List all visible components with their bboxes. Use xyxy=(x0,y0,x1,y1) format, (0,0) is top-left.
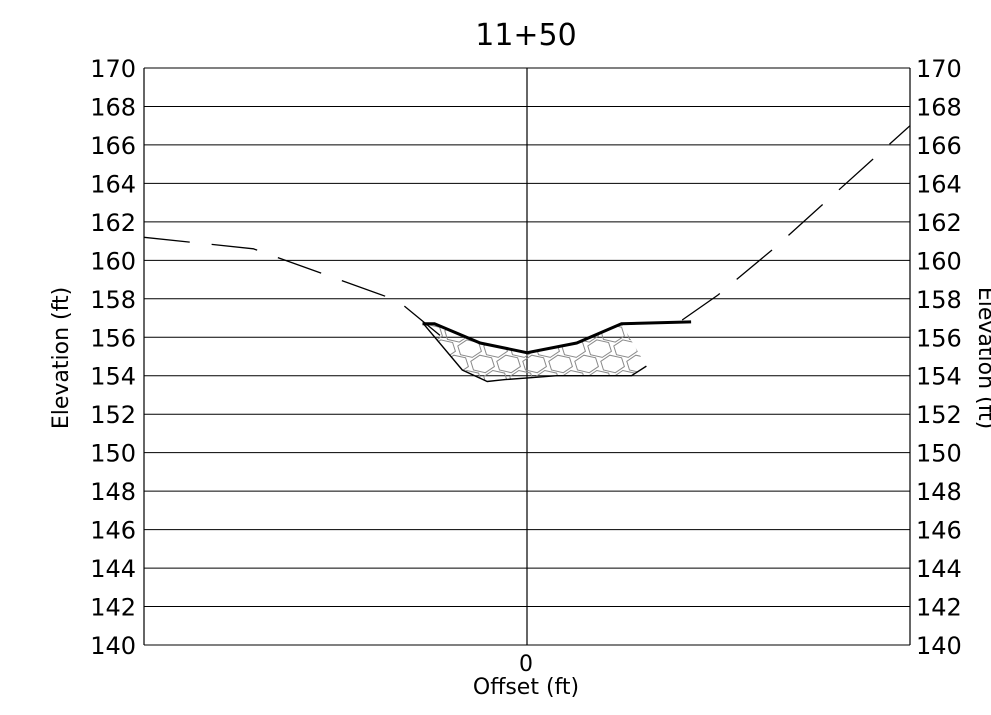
riprap-stone xyxy=(496,324,521,343)
y-tick-left-152: 152 xyxy=(90,401,136,429)
riprap-stone xyxy=(666,340,690,358)
y-tick-left-168: 168 xyxy=(90,93,136,121)
y-tick-right-170: 170 xyxy=(916,55,962,83)
y-tick-right-164: 164 xyxy=(916,170,962,198)
riprap-stone xyxy=(653,355,677,373)
riprap-stone xyxy=(522,354,547,374)
x-tick-label-0: 0 xyxy=(519,652,533,677)
y-tick-right-150: 150 xyxy=(916,440,962,468)
grid xyxy=(143,67,911,646)
riprap-stone xyxy=(639,369,647,382)
y-tick-left-146: 146 xyxy=(90,517,136,545)
series-existing-ground-right xyxy=(681,125,911,321)
y-tick-right-158: 158 xyxy=(916,286,962,314)
y-tick-left-148: 148 xyxy=(90,478,136,506)
chart-title: 11+50 xyxy=(475,18,576,53)
riprap-stone xyxy=(653,325,677,343)
riprap-stone xyxy=(613,339,638,358)
riprap-stone xyxy=(626,354,647,374)
y-tick-left-150: 150 xyxy=(90,440,136,468)
riprap-stone xyxy=(548,354,573,374)
riprap-stone xyxy=(483,323,508,328)
y-tick-right-156: 156 xyxy=(916,324,962,352)
riprap-stone xyxy=(496,354,521,374)
y-tick-left-166: 166 xyxy=(90,132,136,160)
riprap-stone xyxy=(679,325,703,343)
riprap-stone xyxy=(639,339,647,358)
y-tick-right-166: 166 xyxy=(916,132,962,160)
y-tick-left-156: 156 xyxy=(90,324,136,352)
series-existing-ground xyxy=(143,236,449,350)
y-tick-right-146: 146 xyxy=(916,517,962,545)
riprap-stone xyxy=(423,369,430,382)
y-tick-left-144: 144 xyxy=(90,555,136,583)
riprap-stone xyxy=(626,324,647,343)
y-tick-left-170: 170 xyxy=(90,55,136,83)
riprap-stone xyxy=(483,369,508,382)
y-tick-right-162: 162 xyxy=(916,209,962,237)
series-riprap-bottom xyxy=(422,323,647,383)
y-tick-left-164: 164 xyxy=(90,170,136,198)
y-tick-right-148: 148 xyxy=(916,478,962,506)
x-axis-label: Offset (ft) xyxy=(473,675,579,700)
riprap-stone xyxy=(431,369,456,382)
riprap-stone xyxy=(423,354,443,374)
y-tick-right-168: 168 xyxy=(916,93,962,121)
y-tick-right-152: 152 xyxy=(916,401,962,429)
riprap-stone xyxy=(587,339,612,358)
series-design-surface xyxy=(422,320,692,355)
y-tick-right-142: 142 xyxy=(916,594,962,622)
riprap-stone xyxy=(470,354,495,374)
riprap-stone xyxy=(587,323,612,328)
riprap-stone xyxy=(613,369,638,382)
riprap-stone xyxy=(509,369,534,382)
riprap-stone xyxy=(600,354,625,374)
riprap-stone xyxy=(423,339,430,358)
y-tick-right-144: 144 xyxy=(916,555,962,583)
series-lines xyxy=(143,125,911,383)
y-tick-right-160: 160 xyxy=(916,247,962,275)
y-tick-right-140: 140 xyxy=(916,632,962,660)
riprap-stone xyxy=(574,354,599,374)
riprap-stone xyxy=(457,323,482,328)
y-tick-left-154: 154 xyxy=(90,363,136,391)
riprap-stone xyxy=(666,371,690,389)
y-tick-left-160: 160 xyxy=(90,247,136,275)
riprap-stone xyxy=(522,324,547,343)
y-tick-left-158: 158 xyxy=(90,286,136,314)
y-tick-left-142: 142 xyxy=(90,594,136,622)
riprap-stone xyxy=(548,324,573,343)
y-tick-left-162: 162 xyxy=(90,209,136,237)
riprap-stone xyxy=(509,323,534,328)
riprap-stone xyxy=(535,323,560,328)
y-tick-left-140: 140 xyxy=(90,632,136,660)
y-tick-right-154: 154 xyxy=(916,363,962,391)
riprap-stone xyxy=(561,369,586,382)
riprap-stone xyxy=(535,369,560,382)
riprap-stone xyxy=(587,369,612,382)
riprap-stone xyxy=(561,323,586,328)
riprap-stone xyxy=(679,355,703,373)
y-axis-label-left: Elevation (ft) xyxy=(49,287,74,429)
y-tick-labels: 140 140 142 142 144 144 146 146 148 148 150 150 152 1… xyxy=(90,55,962,660)
y-axis-label-right: Elevation (ft) xyxy=(973,287,991,429)
